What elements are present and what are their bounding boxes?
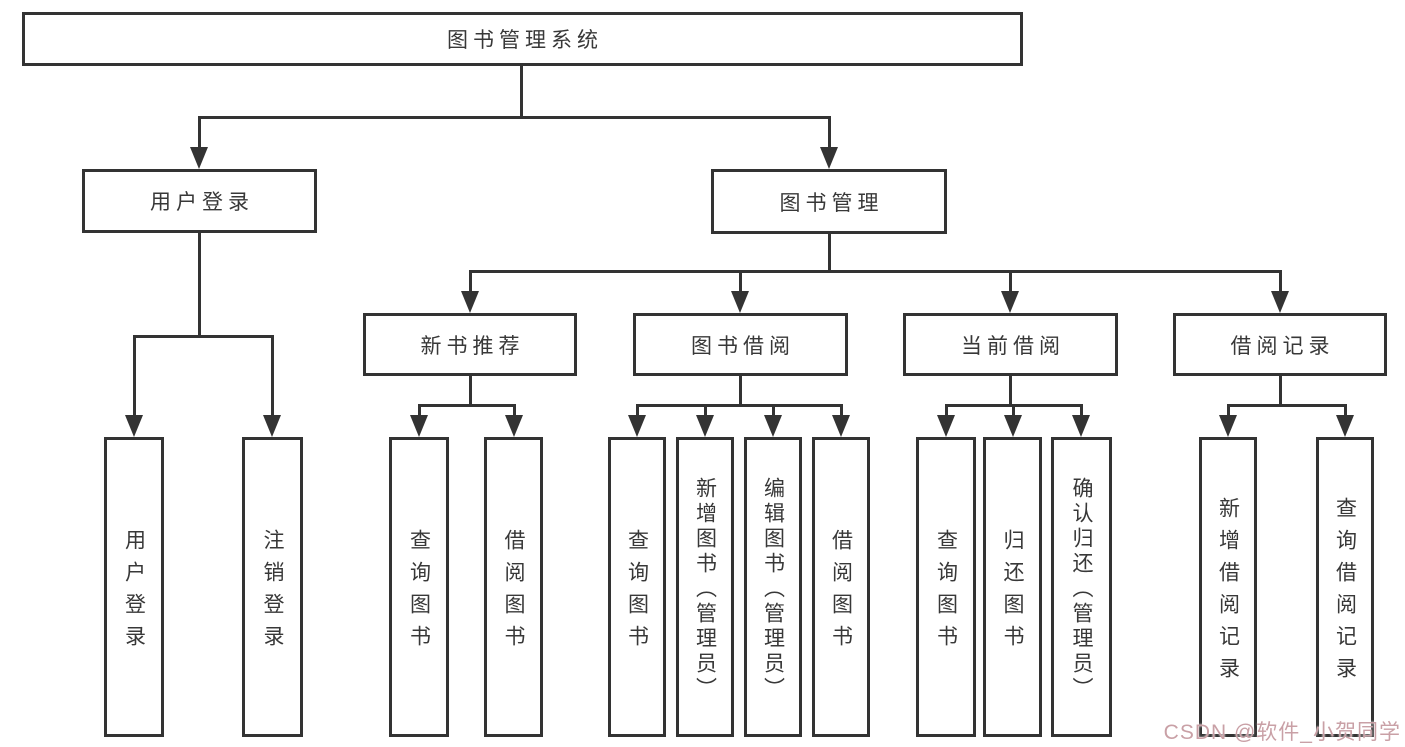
node-label: 编辑图书（管理员）: [761, 476, 785, 702]
node-new-book-rec: 新书推荐: [363, 313, 577, 376]
connector-line: [704, 405, 707, 419]
connector-line: [636, 404, 843, 407]
csdn-watermark: CSDN @软件_小贺同学: [1163, 721, 1401, 744]
connector-line: [636, 405, 639, 419]
connector-line: [1279, 271, 1282, 295]
arrow-head-icon: [937, 415, 955, 437]
node-label: 图书借阅: [691, 334, 795, 358]
connector-line: [418, 405, 421, 419]
node-leaf-user-login: 用户登录: [104, 437, 164, 737]
arrow-head-icon: [1336, 415, 1354, 437]
arrow-head-icon: [1219, 415, 1237, 437]
node-label: 查询图书: [934, 528, 958, 657]
arrow-head-icon: [820, 147, 838, 169]
node-label: 查询图书: [407, 528, 431, 657]
connector-line: [418, 404, 516, 407]
connector-line: [469, 376, 472, 405]
node-leaf-borrow-books-newrec: 借阅图书: [484, 437, 543, 737]
node-label: 查询图书: [625, 528, 649, 657]
connector-line: [198, 233, 201, 336]
node-label: 图书管理系统: [447, 29, 603, 52]
node-leaf-confirm-return-admin: 确认归还（管理员）: [1051, 437, 1112, 737]
node-label: 注销登录: [261, 528, 284, 657]
connector-line: [271, 336, 274, 419]
node-leaf-borrow-books-borrow: 借阅图书: [812, 437, 870, 737]
arrow-head-icon: [263, 415, 281, 437]
node-book-mgmt: 图书管理: [711, 169, 947, 234]
node-label: 借阅图书: [829, 528, 853, 657]
connector-line: [1344, 405, 1347, 419]
node-leaf-query-books-current: 查询图书: [916, 437, 976, 737]
node-leaf-query-borrow-record: 查询借阅记录: [1316, 437, 1374, 737]
connector-line: [133, 335, 274, 338]
node-leaf-return-books: 归还图书: [983, 437, 1042, 737]
node-label: 用户登录: [150, 191, 254, 214]
connector-line: [198, 116, 831, 119]
connector-line: [828, 117, 831, 151]
node-leaf-add-borrow-record: 新增借阅记录: [1199, 437, 1257, 737]
node-root: 图书管理系统: [22, 12, 1023, 66]
node-label: 图书管理: [779, 191, 884, 215]
connector-line: [1009, 271, 1012, 295]
connector-line: [945, 405, 948, 419]
arrow-head-icon: [731, 291, 749, 313]
arrow-head-icon: [190, 147, 208, 169]
arrow-head-icon: [696, 415, 714, 437]
node-book-borrow: 图书借阅: [633, 313, 848, 376]
arrow-head-icon: [1072, 415, 1090, 437]
node-current-borrow: 当前借阅: [903, 313, 1118, 376]
connector-line: [520, 66, 523, 117]
node-label: 新增借阅记录: [1216, 496, 1240, 689]
node-label: 确认归还（管理员）: [1070, 476, 1093, 702]
connector-line: [198, 117, 201, 151]
node-label: 借阅记录: [1230, 334, 1335, 358]
connector-line: [513, 405, 516, 419]
connector-line: [1227, 405, 1230, 419]
node-leaf-edit-book-admin: 编辑图书（管理员）: [744, 437, 802, 737]
node-label: 新增图书（管理员）: [693, 476, 717, 702]
arrow-head-icon: [832, 415, 850, 437]
arrow-head-icon: [1004, 415, 1022, 437]
connector-line: [739, 271, 742, 295]
connector-line: [133, 336, 136, 419]
arrow-head-icon: [505, 415, 523, 437]
node-label: 新书推荐: [420, 334, 525, 358]
arrow-head-icon: [125, 415, 143, 437]
connector-line: [772, 405, 775, 419]
connector-line: [828, 234, 831, 271]
connector-line: [840, 405, 843, 419]
connector-line: [1012, 405, 1015, 419]
node-borrow-records: 借阅记录: [1173, 313, 1387, 376]
node-label: 用户登录: [122, 528, 146, 657]
arrow-head-icon: [628, 415, 646, 437]
node-leaf-add-book-admin: 新增图书（管理员）: [676, 437, 734, 737]
node-label: 借阅图书: [502, 528, 525, 657]
connector-line: [1009, 376, 1012, 405]
arrow-head-icon: [461, 291, 479, 313]
node-user-login: 用户登录: [82, 169, 317, 233]
node-label: 归还图书: [1001, 528, 1024, 657]
connector-line: [739, 376, 742, 405]
connector-line: [1080, 405, 1083, 419]
arrow-head-icon: [1271, 291, 1289, 313]
connector-line: [945, 404, 1083, 407]
node-leaf-logout: 注销登录: [242, 437, 303, 737]
arrow-head-icon: [1001, 291, 1019, 313]
arrow-head-icon: [764, 415, 782, 437]
arrow-head-icon: [410, 415, 428, 437]
connector-line: [1227, 404, 1347, 407]
connector-line: [469, 271, 472, 295]
node-label: 查询借阅记录: [1333, 496, 1357, 689]
connector-line: [469, 270, 1282, 273]
node-leaf-query-books-newrec: 查询图书: [389, 437, 449, 737]
node-leaf-query-books-borrow: 查询图书: [608, 437, 666, 737]
connector-line: [1279, 376, 1282, 405]
node-label: 当前借阅: [961, 334, 1065, 358]
